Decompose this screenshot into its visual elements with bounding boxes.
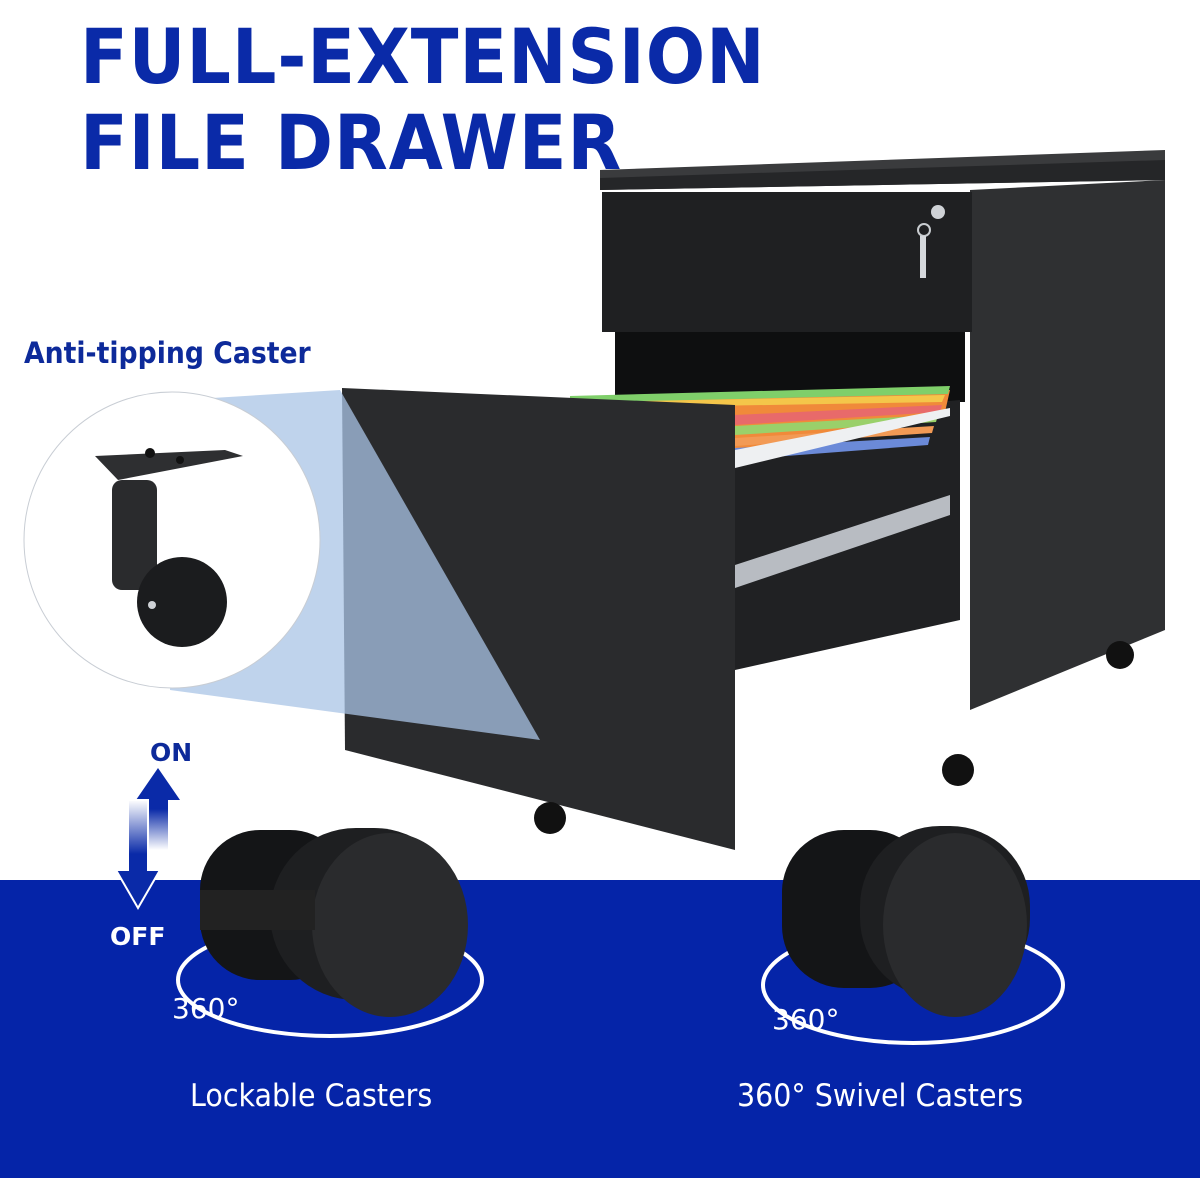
lockable-caster-image [176, 828, 484, 1038]
lockable-casters-caption: Lockable Casters [190, 1078, 433, 1114]
drawer-slide [735, 495, 950, 588]
arrow-down-icon [114, 799, 162, 910]
swivel-casters-caption: 360° Swivel Casters [737, 1078, 1024, 1114]
drawer-front [342, 388, 735, 850]
key-icon [920, 236, 926, 278]
swivel-caster-image [761, 826, 1065, 1045]
on-label: ON [150, 738, 193, 767]
caster-callout [23, 390, 540, 740]
headline: FULL-EXTENSION FILE DRAWER [80, 14, 766, 186]
file-cabinet-image [342, 150, 1165, 850]
headline-line-2: FILE DRAWER [80, 98, 623, 187]
lock-tab [200, 890, 315, 930]
anti-tipping-caster-label: Anti-tipping Caster [24, 336, 311, 370]
headline-line-1: FULL-EXTENSION [80, 12, 766, 101]
lock-icon [931, 205, 945, 219]
off-label: OFF [110, 922, 166, 951]
lock-toggle-arrows [114, 768, 180, 910]
swivel-rotation-label: 360° [772, 1003, 840, 1036]
arrow-up-icon [136, 768, 180, 850]
lockable-rotation-label: 360° [172, 992, 240, 1025]
